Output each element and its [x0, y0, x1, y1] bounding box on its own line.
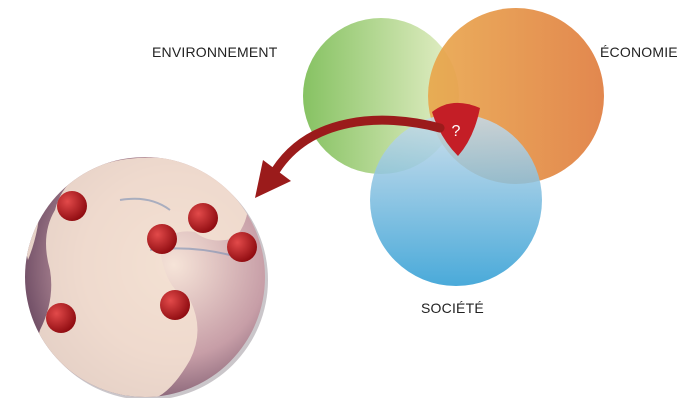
arrow-head-icon	[255, 160, 291, 198]
question-mark-icon: ?	[452, 123, 461, 140]
center-intersection	[432, 102, 480, 156]
marker	[188, 203, 218, 233]
marker	[57, 191, 87, 221]
economy-label: ÉCONOMIE	[600, 44, 678, 60]
society-label: SOCIÉTÉ	[421, 300, 484, 316]
marker	[227, 232, 257, 262]
curved-arrow	[271, 115, 445, 175]
marker	[46, 303, 76, 333]
environment-label: ENVIRONNEMENT	[152, 44, 278, 60]
marker	[160, 290, 190, 320]
society-circle	[370, 114, 542, 286]
marker	[147, 224, 177, 254]
globe-markers	[46, 191, 257, 333]
